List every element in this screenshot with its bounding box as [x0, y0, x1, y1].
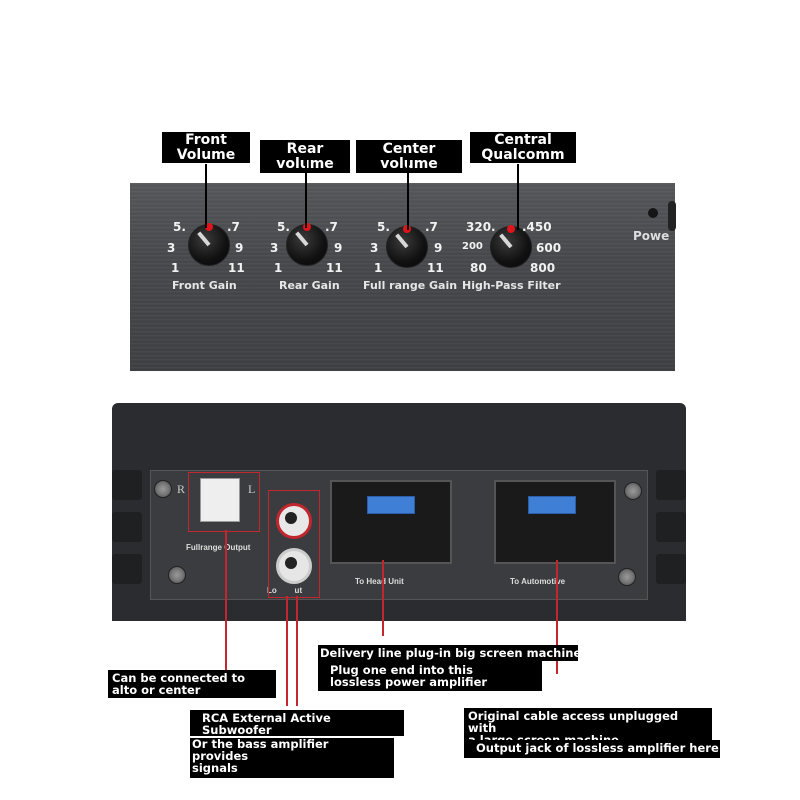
knob-scale: .450 — [522, 220, 552, 234]
knob-scale: 800 — [530, 261, 556, 275]
pointer-line — [382, 560, 384, 636]
fuse — [528, 496, 576, 514]
knob-caption: High-Pass Filter — [462, 279, 561, 292]
knob-scale: 9 — [235, 241, 244, 255]
screw-icon — [618, 568, 636, 586]
highpass-filter-knob[interactable] — [490, 225, 532, 268]
indicator-dot — [507, 225, 515, 233]
knob-scale: 11 — [228, 261, 245, 275]
brushed-metal-texture — [130, 183, 675, 371]
knob-scale: 1 — [171, 261, 180, 275]
knob-scale: 1 — [274, 261, 283, 275]
rca-jack-white[interactable] — [276, 548, 312, 584]
knob-caption: Front Gain — [172, 279, 237, 292]
knob-scale: 3 — [167, 241, 176, 255]
rear-volume-label: Rear volume — [260, 140, 350, 174]
knob-scale: 9 — [434, 241, 443, 255]
fullrange-output-label: Fullrange Output — [186, 543, 251, 552]
power-led — [648, 208, 658, 218]
l-label: L — [248, 482, 256, 496]
screw-icon — [624, 482, 642, 500]
knob-scale: 80 — [470, 261, 487, 275]
knob-scale: .7 — [325, 220, 338, 234]
r-label: R — [177, 482, 186, 496]
heatsink-fin — [112, 512, 142, 542]
heatsink-fin — [656, 470, 686, 500]
to-automotive-label: To Automotive — [510, 577, 566, 586]
center-volume-label: Center volume — [356, 140, 462, 174]
pointer-line — [407, 158, 409, 230]
pointer-line — [556, 560, 558, 674]
output-jack-callout: Output jack of lossless amplifier here — [464, 740, 720, 759]
indicator-dot — [205, 223, 213, 231]
knob-scale: 3 — [270, 241, 279, 255]
head-unit-connector[interactable] — [330, 480, 452, 564]
knob-caption: Full range Gain — [363, 279, 458, 292]
knob-scale: 600 — [536, 241, 562, 255]
pointer-line — [517, 164, 519, 230]
power-label: Powe — [633, 229, 670, 243]
indicator-dot — [303, 223, 311, 231]
knob-scale: 11 — [427, 261, 444, 275]
bass-amplifier-callout: Or the bass amplifier provides signals — [190, 738, 394, 779]
heatsink-fin — [656, 512, 686, 542]
fullrange-output-highlight — [188, 472, 260, 532]
rca-jack-red[interactable] — [276, 503, 312, 539]
fullrange-output-connector[interactable] — [200, 478, 240, 522]
fuse — [367, 496, 415, 514]
pointer-line — [286, 596, 288, 706]
knob-scale: 11 — [326, 261, 343, 275]
knob-scale: 1 — [374, 261, 383, 275]
to-head-unit-label: To Head Unit — [355, 577, 404, 586]
knob-scale: .7 — [425, 220, 438, 234]
pointer-line — [296, 596, 298, 706]
knob-scale: 5. — [277, 220, 290, 234]
pointer-line — [225, 530, 227, 670]
front-gain-knob[interactable] — [188, 223, 230, 266]
rca-subwoofer-callout: RCA External Active Subwoofer — [190, 710, 404, 736]
heatsink-fin — [656, 554, 686, 584]
connect-alto-callout: Can be connected to alto or center — [108, 670, 276, 699]
pointer-line — [305, 158, 307, 228]
central-qualcomm-label: Central Qualcomm — [470, 132, 576, 164]
side-bolt — [668, 201, 676, 231]
knob-scale: 320. — [466, 220, 496, 234]
pointer-line — [205, 164, 207, 228]
knob-scale: 5. — [173, 220, 186, 234]
front-volume-label: Front Volume — [162, 132, 250, 164]
control-panel-photo: Powe — [130, 183, 676, 371]
delivery-line-callout: Delivery line plug-in big screen machine — [318, 645, 582, 662]
knob-caption: Rear Gain — [279, 279, 340, 292]
rear-gain-knob[interactable] — [286, 223, 328, 266]
heatsink-fin — [112, 554, 142, 584]
rca-output-label: Lo ut — [267, 586, 303, 595]
heatsink-fin — [112, 470, 142, 500]
screw-icon — [168, 566, 186, 584]
screw-icon — [154, 480, 172, 498]
knob-scale: 3 — [370, 241, 379, 255]
knob-scale: 200 — [462, 241, 483, 252]
knob-scale: 9 — [334, 241, 343, 255]
fullrange-gain-knob[interactable] — [386, 225, 428, 268]
automotive-connector[interactable] — [494, 480, 616, 564]
knob-scale: 5. — [377, 220, 390, 234]
knob-scale: .7 — [227, 220, 240, 234]
plug-one-end-callout: Plug one end into this lossless power am… — [318, 661, 542, 692]
rca-highlight — [268, 490, 320, 598]
